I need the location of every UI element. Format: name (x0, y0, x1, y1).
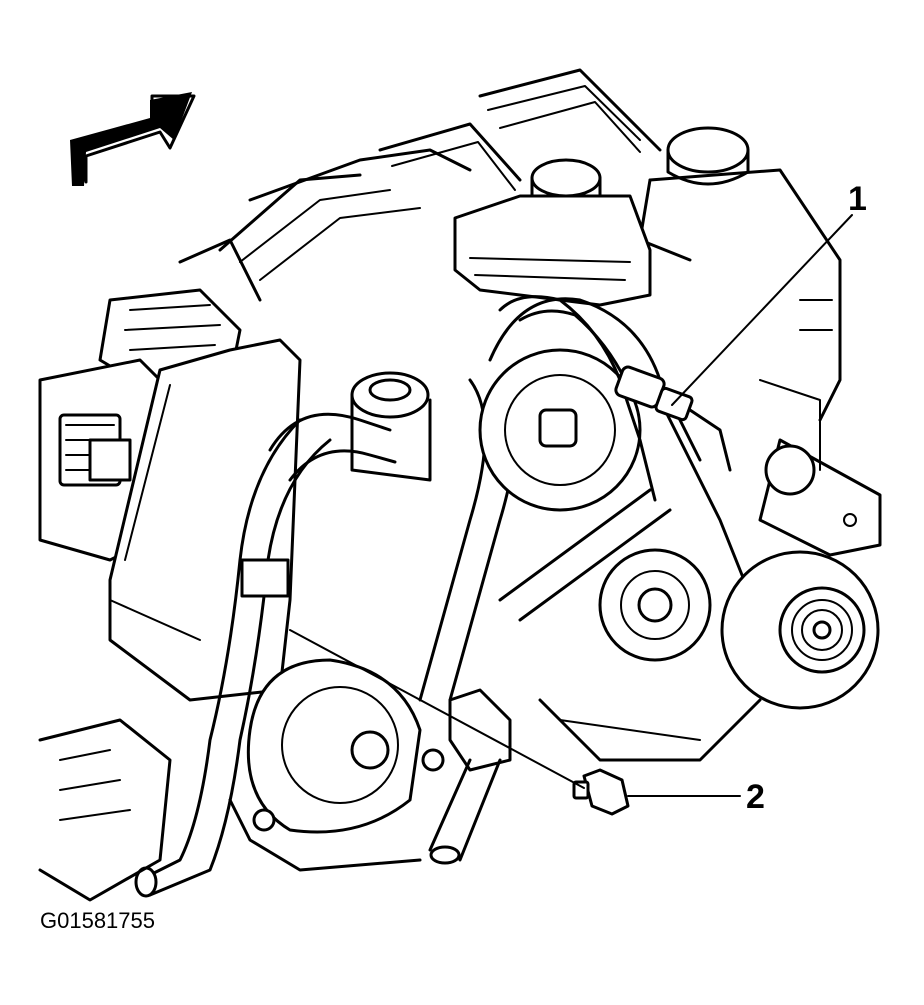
figure-id: G01581755 (40, 908, 155, 933)
callout-1-leader (671, 214, 853, 406)
idler-pulley (598, 548, 712, 662)
bolt (572, 768, 630, 816)
power-steering-pulley (720, 550, 880, 710)
upper-hose (268, 371, 432, 482)
sensor-harness (498, 295, 732, 502)
alignment-line (289, 629, 585, 789)
fluid-reservoir (453, 158, 652, 307)
air-cleaner-housing (108, 338, 302, 702)
engine-bracket (758, 379, 882, 557)
water-pump-pulley (478, 348, 642, 512)
harness-bracket (428, 488, 672, 865)
intake-manifold (178, 68, 662, 302)
callout-1-label: 1 (848, 180, 867, 218)
direction-arrow-icon (70, 92, 196, 186)
lower-hose (134, 418, 332, 898)
engine-block (38, 698, 762, 902)
callout-2-label: 2 (746, 778, 765, 816)
coolant-reservoir (638, 126, 842, 422)
